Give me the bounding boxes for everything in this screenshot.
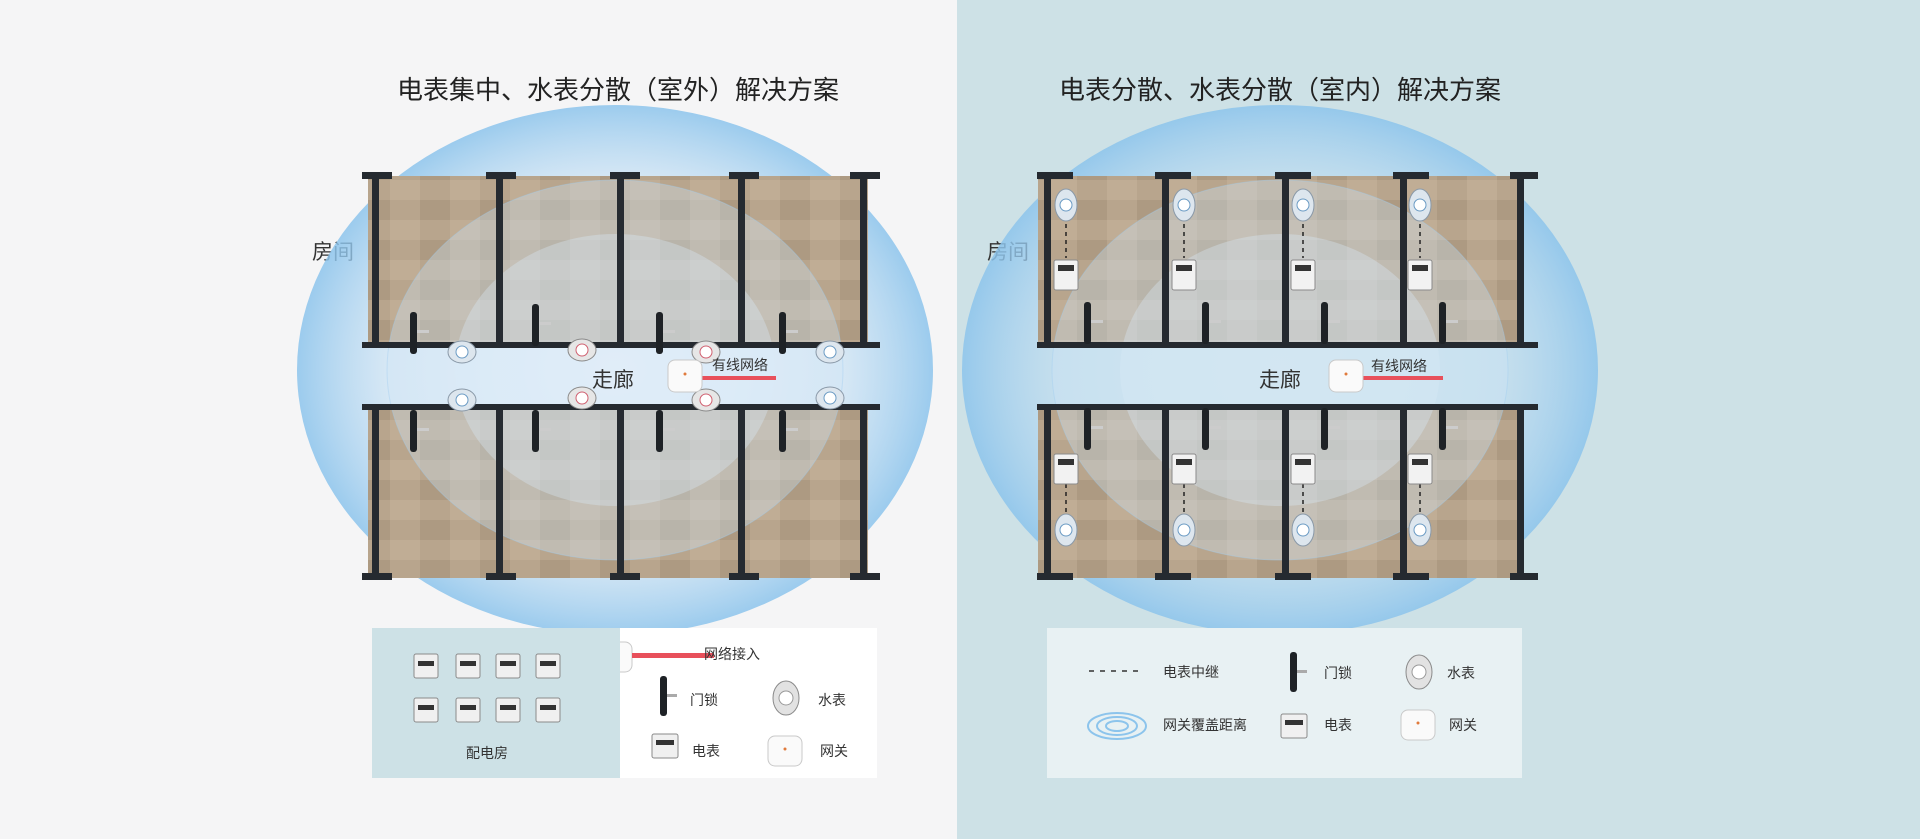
water-meter-icon bbox=[691, 340, 721, 364]
door-lock-icon bbox=[1084, 302, 1103, 344]
right-room-devices bbox=[1053, 188, 1433, 547]
right-wired-line bbox=[1363, 376, 1443, 380]
water-meter-icon bbox=[447, 388, 477, 412]
legend-electric-meter: 电表 bbox=[692, 744, 720, 760]
door-lock-icon bbox=[1202, 408, 1221, 450]
left-legend-icons: 网络接入 门锁 水表 电表 网关 bbox=[620, 628, 877, 778]
gateway-icon bbox=[620, 641, 633, 673]
left-wired-line bbox=[700, 376, 776, 380]
legend-coverage: 网关覆盖距离 bbox=[1163, 718, 1247, 734]
electric-meter-icon bbox=[1171, 259, 1197, 291]
left-legend-svg bbox=[620, 641, 803, 767]
network-line-icon bbox=[632, 653, 714, 658]
water-meter-icon bbox=[1408, 188, 1432, 222]
water-meter-icon bbox=[1054, 513, 1078, 547]
left-walls bbox=[362, 172, 880, 580]
water-meter-icon bbox=[1054, 188, 1078, 222]
water-meter-icon bbox=[1405, 654, 1433, 690]
door-lock-icon bbox=[656, 312, 675, 354]
water-meter-icon bbox=[1172, 188, 1196, 222]
door-lock-icon bbox=[779, 312, 798, 354]
door-lock-icon bbox=[532, 410, 551, 452]
door-lock-icon bbox=[656, 410, 675, 452]
electric-meter-icon bbox=[1171, 453, 1197, 485]
power-room-label: 配电房 bbox=[466, 746, 508, 762]
power-room-meters bbox=[413, 653, 561, 723]
legend-door-lock: 门锁 bbox=[1324, 666, 1352, 682]
door-lock-icon bbox=[1439, 408, 1458, 450]
door-lock-icon bbox=[1290, 652, 1307, 692]
legend-electric-meter: 电表 bbox=[1324, 718, 1352, 734]
door-lock-icon bbox=[410, 312, 429, 354]
left-title: 电表集中、水表分散（室外）解决方案 bbox=[397, 76, 840, 106]
door-lock-icon bbox=[1084, 408, 1103, 450]
door-lock-icon bbox=[1321, 408, 1340, 450]
water-meter-icon bbox=[691, 388, 721, 412]
right-floorplan bbox=[962, 105, 1598, 635]
water-meter-icon bbox=[1408, 513, 1432, 547]
electric-meter-icon bbox=[651, 733, 679, 759]
right-wired-label: 有线网络 bbox=[1371, 359, 1427, 375]
right-door-locks bbox=[1084, 302, 1458, 450]
electric-meter-icon bbox=[1053, 453, 1079, 485]
door-lock-icon bbox=[779, 410, 798, 452]
door-lock-icon bbox=[410, 410, 429, 452]
door-lock-icon bbox=[1321, 302, 1340, 344]
water-meter-icon bbox=[447, 340, 477, 364]
left-corridor-label: 走廊 bbox=[592, 368, 634, 392]
left-floorplan bbox=[297, 105, 933, 635]
right-coverage-inner bbox=[1120, 234, 1440, 506]
left-wired-label: 有线网络 bbox=[712, 358, 768, 374]
legend-meter-relay: 电表中继 bbox=[1163, 665, 1219, 681]
right-title: 电表分散、水表分散（室内）解决方案 bbox=[1059, 76, 1502, 106]
left-door-locks bbox=[410, 304, 798, 452]
left-legend-power-room: 配电房 bbox=[372, 628, 620, 778]
right-legend: 电表中继 门锁 水表 网关覆盖距离 电表 网关 bbox=[1047, 628, 1522, 778]
legend-water-meter: 水表 bbox=[1447, 666, 1475, 682]
electric-meter-icon bbox=[1290, 259, 1316, 291]
electric-meter-icon bbox=[1290, 453, 1316, 485]
right-legend-svg bbox=[1087, 652, 1436, 741]
water-meter-icon bbox=[1291, 513, 1315, 547]
electric-meter-icon bbox=[1053, 259, 1079, 291]
electric-meter-icon bbox=[1280, 713, 1308, 739]
gateway-icon bbox=[767, 735, 803, 767]
door-lock-icon bbox=[1439, 302, 1458, 344]
water-meter-icon bbox=[1291, 188, 1315, 222]
right-panel: 电表分散、水表分散（室内）解决方案 房间 bbox=[957, 0, 1920, 839]
right-corridor-label: 走廊 bbox=[1259, 368, 1301, 392]
gateway-icon bbox=[1400, 709, 1436, 741]
left-panel: 电表集中、水表分散（室外）解决方案 房间 bbox=[0, 0, 957, 839]
water-meter-icon bbox=[772, 680, 800, 716]
water-meter-icon bbox=[567, 386, 597, 410]
right-walls bbox=[1037, 172, 1538, 580]
legend-door-lock: 门锁 bbox=[690, 693, 718, 709]
water-meter-icon bbox=[815, 340, 845, 364]
legend-gateway: 网关 bbox=[820, 744, 848, 760]
legend-water-meter: 水表 bbox=[818, 693, 846, 709]
coverage-icon bbox=[1087, 712, 1147, 740]
door-lock-icon bbox=[1202, 302, 1221, 344]
gateway-icon bbox=[667, 359, 703, 393]
water-meter-icon bbox=[815, 386, 845, 410]
door-lock-icon bbox=[532, 304, 551, 346]
legend-gateway: 网关 bbox=[1449, 718, 1477, 734]
relay-dash-icon bbox=[1065, 224, 1421, 516]
left-water-meters bbox=[447, 338, 845, 412]
gateway-icon bbox=[1328, 359, 1364, 393]
electric-meter-icon bbox=[1407, 259, 1433, 291]
legend-network-access: 网络接入 bbox=[704, 647, 760, 663]
water-meter-icon bbox=[567, 338, 597, 362]
door-lock-icon bbox=[660, 676, 677, 716]
water-meter-icon bbox=[1172, 513, 1196, 547]
electric-meter-icon bbox=[1407, 453, 1433, 485]
